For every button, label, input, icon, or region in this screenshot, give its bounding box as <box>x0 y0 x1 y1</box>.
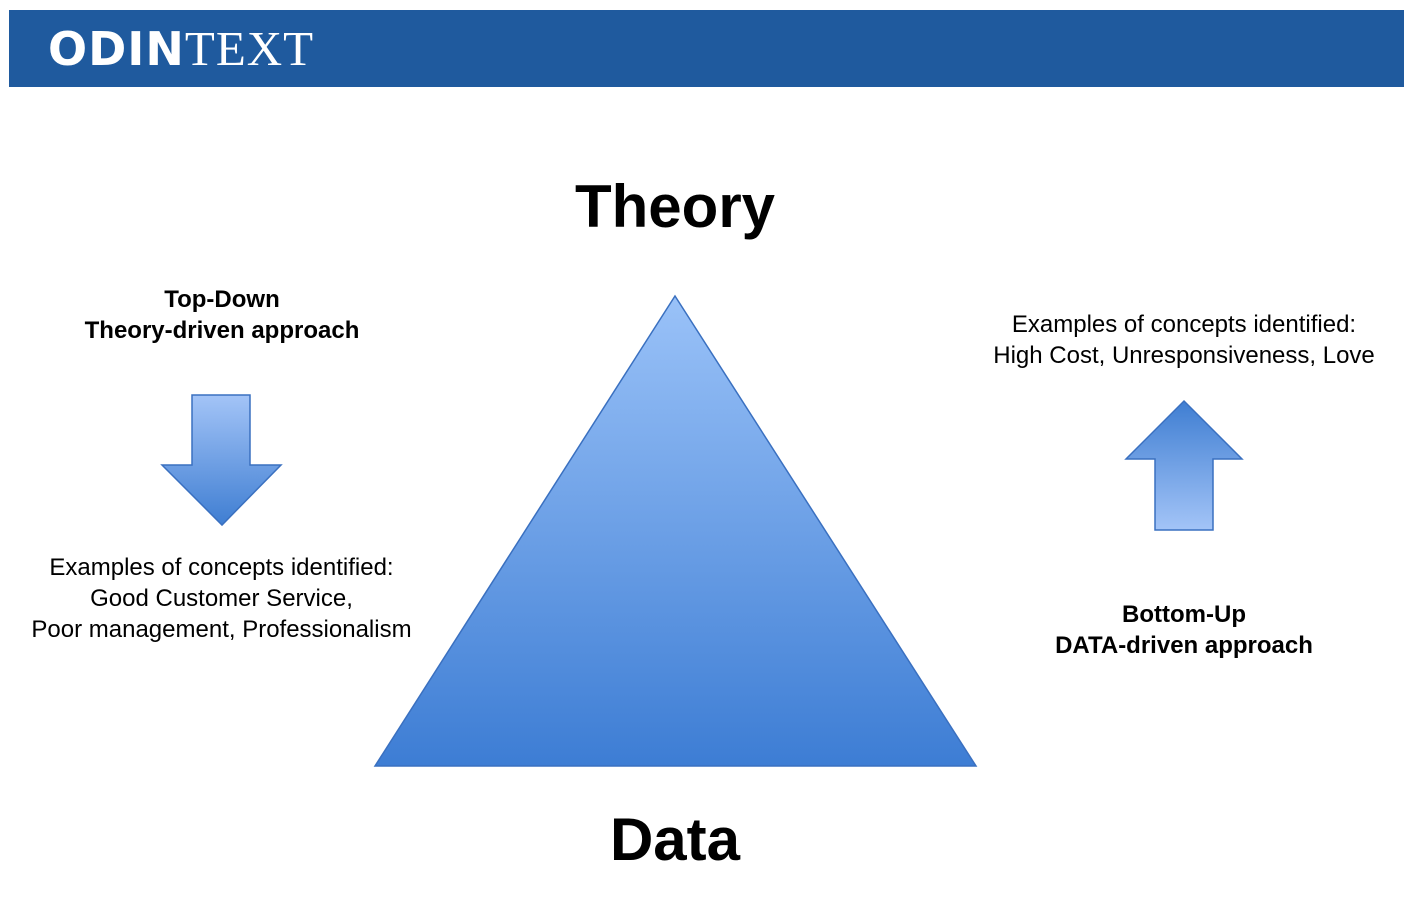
heading-line: Theory-driven approach <box>84 317 360 344</box>
up-arrow-icon <box>1124 399 1244 531</box>
examples-line: Poor management, Professionalism <box>31 616 412 643</box>
data-label: Data <box>609 806 741 873</box>
logo-bold-text: ODIN <box>48 22 185 76</box>
left-examples: Examples of concepts identified: Good Cu… <box>0 552 443 645</box>
odintext-logo: ODIN TEXT <box>48 21 315 76</box>
right-examples: Examples of concepts identified: High Co… <box>964 309 1404 371</box>
examples-line: Examples of concepts identified: <box>49 554 394 581</box>
heading-line: DATA-driven approach <box>1055 632 1313 659</box>
theory-data-triangle <box>373 294 978 767</box>
examples-line: Examples of concepts identified: <box>1011 311 1357 338</box>
top-down-heading: Top-Down Theory-driven approach <box>22 284 422 346</box>
header-banner <box>9 10 1404 87</box>
examples-line: Good Customer Service, <box>90 585 353 612</box>
down-arrow-icon <box>160 394 283 527</box>
examples-line: High Cost, Unresponsiveness, Love <box>993 342 1375 369</box>
logo-light-text: TEXT <box>184 21 315 76</box>
heading-line: Top-Down <box>164 286 280 313</box>
heading-line: Bottom-Up <box>1122 601 1246 628</box>
bottom-up-heading: Bottom-Up DATA-driven approach <box>984 599 1384 661</box>
theory-label: Theory <box>575 173 776 240</box>
